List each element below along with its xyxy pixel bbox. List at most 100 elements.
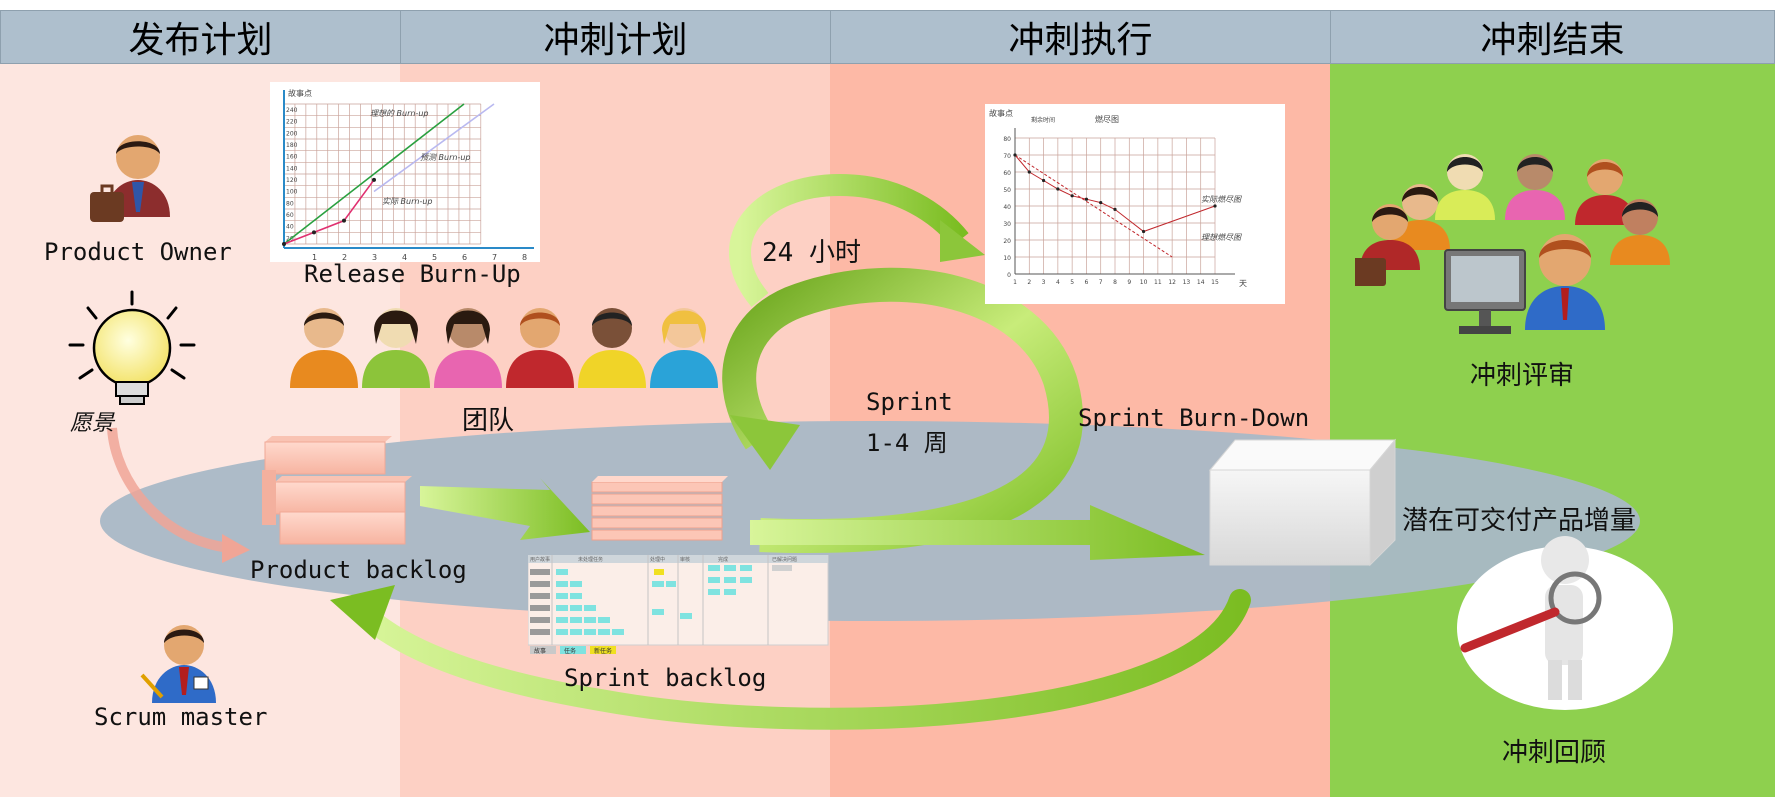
burndown-x-tick-label: 7 [1099, 279, 1103, 286]
increment-label: 潜在可交付产品增量 [1402, 506, 1637, 536]
burndown-bg [985, 104, 1285, 304]
burnup-actual-point [372, 177, 376, 182]
burndown-actual-point [1113, 207, 1117, 211]
taskboard-header: 未处理任务 [578, 556, 603, 563]
burndown-actual-point [1084, 197, 1089, 201]
burndown-actual-line [1014, 154, 1216, 233]
burndown-x-tick-label: 8 [1113, 279, 1117, 286]
product-owner-icon [90, 135, 170, 222]
sprint-loop-arrow-head [730, 415, 800, 470]
burndown-y-tick-label: 50 [1003, 187, 1011, 194]
burnup-y-tick-label: 240 [286, 107, 298, 114]
vision-arrow-head [222, 534, 250, 563]
burndown-actual-point [1141, 229, 1146, 234]
burndown-actual-point [1070, 194, 1074, 198]
burndown-annotation-ideal: 理想燃尽图 [1201, 233, 1242, 242]
product-backlog-label: Product backlog [250, 556, 467, 584]
lightbulb-icon [68, 290, 196, 405]
product-owner-label: Product Owner [44, 238, 232, 266]
scrum-master-label: Scrum master [94, 703, 268, 731]
taskboard-header: 审核 [680, 556, 690, 563]
increment-cube [1208, 438, 1397, 567]
burndown-ylabel: 故事点 [989, 108, 1013, 118]
burnup-y-tick-label: 180 [286, 142, 298, 149]
burndown-x-tick-label: 1 [1013, 279, 1017, 286]
burnup-actual-line [283, 179, 375, 245]
magnifier-person-icon [1457, 536, 1673, 710]
burndown-x-tick-label: 15 [1211, 279, 1219, 286]
burndown-actual-point [1013, 153, 1017, 157]
taskboard-header: 处理中 [650, 556, 665, 563]
daily-24h-label: 24 小时 [762, 238, 861, 268]
burndown-x-tick-label: 10 [1140, 279, 1148, 286]
sprint-review-group-icon [1355, 154, 1670, 334]
sprint-burndown-label: Sprint Burn-Down [1078, 404, 1310, 432]
burndown-actual-point [1099, 201, 1103, 205]
sprint-taskboard: 用户故事 未处理任务 处理中 审核 完成 已解决问题 [528, 555, 829, 655]
taskboard-legend-swatch [590, 646, 616, 654]
scrum-master-icon [140, 625, 216, 703]
burndown-actual-point [1056, 187, 1060, 191]
burnup-x-tick-label: 3 [372, 253, 377, 262]
burnup-y-tick-label: 40 [286, 224, 294, 231]
burndown-y-tick-label: 40 [1003, 204, 1011, 211]
burnup-annotation-forecast: 预测 Burn-up [420, 153, 471, 162]
sprint-retro-label: 冲刺回顾 [1502, 738, 1607, 768]
taskboard-legend-label: 故事 [534, 647, 546, 655]
burndown-y-tick-label: 20 [1003, 238, 1011, 245]
burndown-y-tick-label: 70 [1003, 153, 1011, 160]
burnup-ylabel: 故事点 [288, 88, 312, 98]
team-group-icon [290, 308, 718, 388]
burndown-actual-point [1213, 204, 1217, 208]
burndown-x-tick-label: 13 [1183, 279, 1191, 286]
burndown-y-tick-label: 80 [1003, 136, 1011, 143]
daily-loop-arrow-head [940, 220, 985, 262]
burndown-ideal-line [1014, 154, 1173, 258]
burnup-actual-point [312, 230, 316, 235]
burnup-x-tick-label: 4 [402, 253, 407, 262]
burndown-xlabel: 天 [1239, 279, 1247, 288]
sprint-backlog-stack [591, 476, 728, 541]
burndown-y-tick-label: 0 [1007, 272, 1011, 279]
phase-header-release: 发布计划 [0, 10, 401, 64]
burnup-x-tick-label: 2 [342, 253, 347, 262]
daily-loop-arrow [729, 173, 969, 308]
return-arrow-head [330, 585, 395, 640]
burndown-y-tick-label: 30 [1003, 221, 1011, 228]
burnup-y-tick-label: 100 [286, 189, 298, 196]
return-arrow [349, 589, 1251, 730]
taskboard-legend-label: 任务 [564, 647, 576, 655]
phase-header-sprint-end: 冲刺结束 [1330, 10, 1775, 64]
burndown-x-tick-label: 6 [1085, 279, 1089, 286]
burnup-y-tick-label: 120 [286, 177, 298, 184]
taskboard-header: 完成 [718, 556, 728, 563]
burnup-y-tick-label: 220 [286, 119, 298, 126]
taskboard-header: 已解决问题 [772, 556, 797, 563]
burnup-y-tick-label: 140 [286, 165, 298, 172]
burnup-x-tick-label: 6 [462, 253, 467, 262]
taskboard-header: 用户故事 [530, 556, 550, 563]
burndown-actual-point [1027, 170, 1031, 174]
burnup-actual-point [282, 242, 286, 246]
release-burnup-label: Release Burn-Up [304, 260, 521, 288]
burndown-x-tick-label: 4 [1056, 279, 1060, 286]
product-backlog-stack [262, 436, 412, 545]
sprint-loop-arrow [722, 267, 1083, 553]
burnup-y-tick-label: 200 [286, 130, 298, 137]
taskboard-legend-label: 新任务 [594, 647, 612, 655]
taskboard-legend-swatch [530, 646, 556, 654]
vision-label: 愿景 [70, 411, 115, 436]
burndown-ylabel2: 剩余时间 [1031, 116, 1055, 124]
burndown-annotation-actual: 实际燃尽图 [1201, 195, 1242, 204]
vision-to-backlog-arrow [107, 427, 231, 553]
burndown-x-tick-label: 11 [1154, 279, 1162, 286]
burndown-x-tick-label: 5 [1070, 279, 1074, 286]
phase-header-sprint-execution: 冲刺执行 [830, 10, 1331, 64]
burnup-ideal-line [283, 103, 465, 245]
burnup-annotation-ideal: 理想的 Burn-up [370, 109, 429, 118]
burnup-x-tick-label: 8 [522, 253, 527, 262]
